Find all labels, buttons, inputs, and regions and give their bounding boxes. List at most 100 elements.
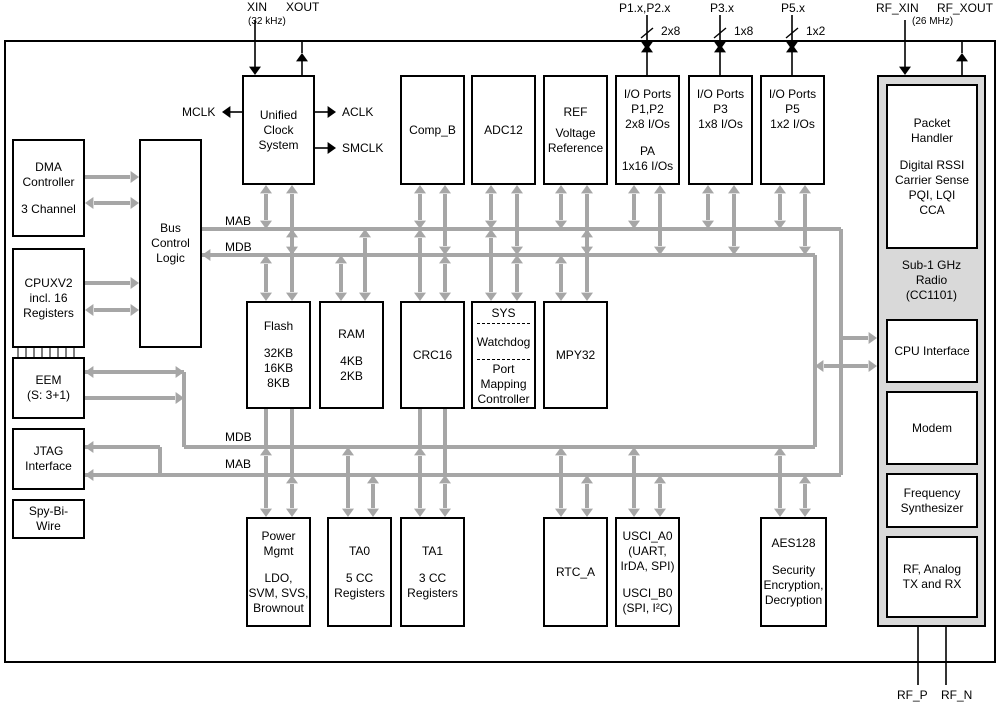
arrow-head: [581, 475, 593, 484]
arrow-head: [85, 441, 94, 453]
arrow-head: [414, 292, 426, 301]
radio-title: Sub-1 GHz Radio (CC1101): [901, 258, 962, 302]
bus-width-tick: [785, 27, 799, 39]
arrow-head: [555, 508, 567, 517]
arrow-head: [439, 292, 451, 301]
arrow-head: [85, 304, 94, 316]
bus-width-tick: [713, 27, 727, 39]
arrow-head: [342, 508, 354, 517]
rtc-a: RTC_A: [543, 517, 608, 627]
arrow-head: [485, 220, 497, 229]
arrow-head: [555, 255, 567, 264]
arrow-head: [641, 41, 653, 50]
arrow-head: [286, 475, 298, 484]
crc16: CRC16: [400, 301, 465, 409]
arrow-head: [799, 185, 811, 194]
arrow-head: [702, 220, 714, 229]
arrow-head: [327, 106, 336, 118]
lf-frequency-label: (32 kHz): [248, 16, 286, 27]
adc12: ADC12: [471, 75, 536, 185]
pin-rf-p-label: RF_P: [897, 688, 928, 702]
arrow-head: [654, 508, 666, 517]
arrow-head: [286, 292, 298, 301]
arrow-head: [799, 475, 811, 484]
bus-width-p1p2: 2x8: [661, 24, 681, 38]
mdb-bottom-label: MDB: [225, 430, 252, 444]
arrow-head: [439, 475, 451, 484]
arrow-head: [868, 360, 877, 372]
arrow-head: [439, 185, 451, 194]
radio-modem: Modem: [886, 391, 978, 465]
arrow-head: [799, 246, 811, 255]
arrow-head: [359, 229, 371, 238]
arrow-head: [628, 508, 640, 517]
arrow-head: [714, 41, 726, 50]
arrow-head: [628, 447, 640, 456]
arrow-head: [130, 197, 139, 209]
bus-width-tick: [640, 27, 654, 39]
mclk-label: MCLK: [182, 105, 216, 119]
arrow-head: [260, 220, 272, 229]
arrow-head: [249, 66, 261, 75]
arrow-head: [511, 292, 523, 301]
arrow-head: [367, 475, 379, 484]
mpy32: MPY32: [543, 301, 608, 409]
arrow-head: [654, 475, 666, 484]
mdb-top-label: MDB: [225, 240, 252, 254]
arrow-head: [130, 277, 139, 289]
mab-top-label: MAB: [225, 214, 252, 228]
arrow-head: [581, 508, 593, 517]
arrow-head: [222, 106, 231, 118]
pin-xout-label: XOUT: [286, 0, 320, 14]
arrow-head: [439, 255, 451, 264]
arrow-head: [335, 255, 347, 264]
arrow-head: [439, 246, 451, 255]
arrow-head: [628, 185, 640, 194]
arrow-head: [774, 185, 786, 194]
arrow-head: [414, 185, 426, 194]
eem: EEM(S: 3+1): [12, 357, 85, 419]
arrow-head: [956, 53, 968, 62]
pin-rf-xin-label: RF_XIN: [876, 1, 919, 15]
arrow-head: [327, 142, 336, 154]
arrow-head: [654, 246, 666, 255]
mab-bottom-label: MAB: [225, 457, 252, 471]
arrow-head: [414, 220, 426, 229]
usci: USCI_A0(UART,IrDA, SPI)USCI_B0(SPI, I²C): [615, 517, 680, 627]
radio-cpu-interface: CPU Interface: [886, 319, 978, 383]
arrow-head: [786, 41, 798, 50]
arrow-head: [286, 185, 298, 194]
chip-boundary: [4, 40, 996, 663]
arrow-head: [260, 255, 272, 264]
arrow-head: [815, 360, 824, 372]
spy-bi-wire: Spy-Bi-Wire: [12, 499, 85, 539]
pin-rf-n-label: RF_N: [941, 688, 973, 702]
arrow-head: [85, 469, 94, 481]
pin-p1p2-label: P1.x,P2.x: [619, 1, 671, 15]
arrow-head: [511, 255, 523, 264]
arrow-head: [260, 185, 272, 194]
smclk-label: SMCLK: [342, 141, 384, 155]
divider: [477, 323, 530, 324]
arrow-head: [555, 220, 567, 229]
arrow-head: [511, 185, 523, 194]
arrow-head: [555, 185, 567, 194]
arrow-head: [774, 220, 786, 229]
arrow-head: [485, 185, 497, 194]
arrow-head: [260, 292, 272, 301]
arrow-head: [899, 66, 911, 75]
pin-p5-label: P5.x: [781, 1, 806, 15]
